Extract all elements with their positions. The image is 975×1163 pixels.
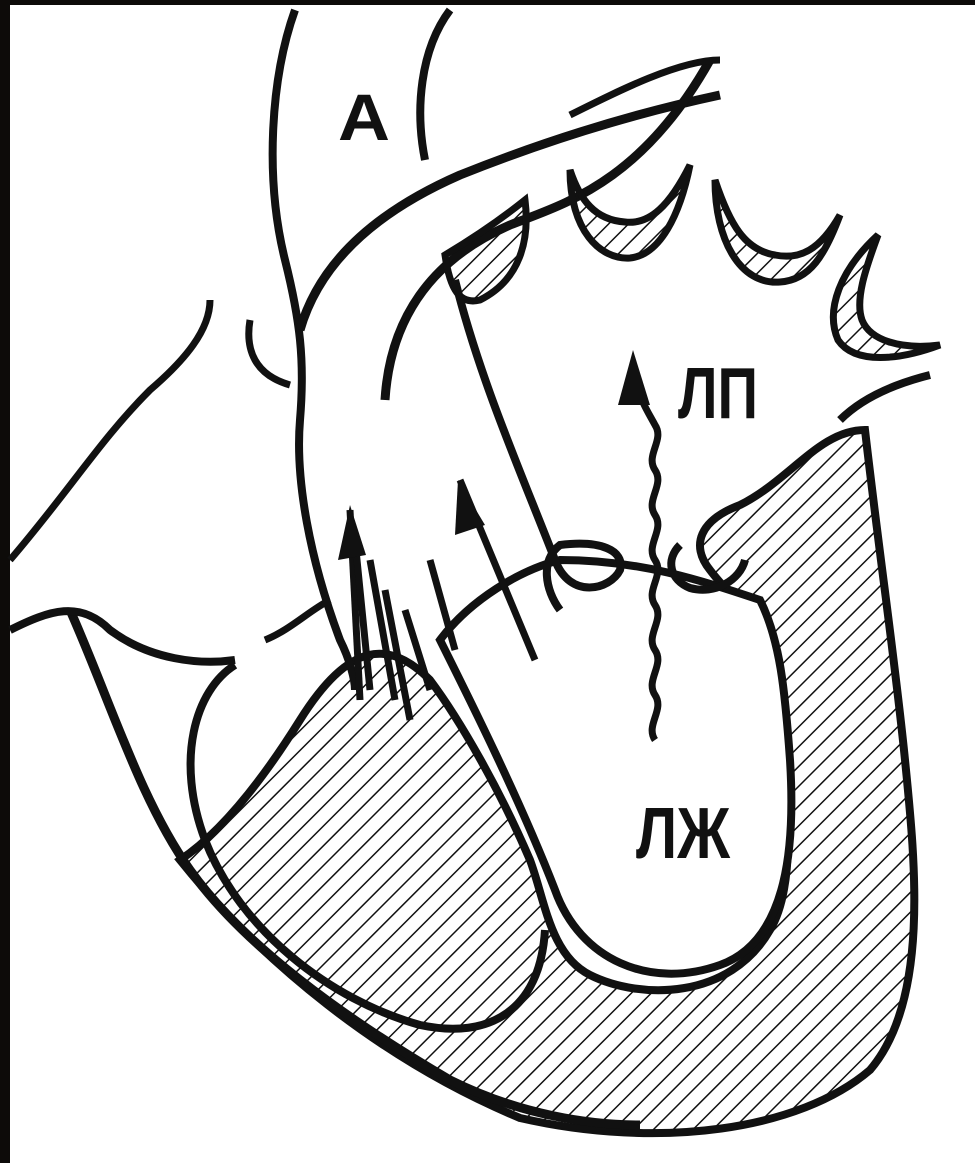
label-aorta: А — [338, 80, 390, 154]
aorta-right-wall — [420, 10, 450, 160]
label-left-ventricle: ЛЖ — [636, 794, 731, 874]
outflow-arrowhead-1 — [338, 505, 366, 560]
right-atrium-lower — [10, 611, 235, 662]
aortic-valve-line — [249, 320, 290, 385]
left-atrium-roof — [840, 375, 930, 420]
regurgitation-arrowhead — [618, 350, 650, 405]
pulmonary-vein-1 — [570, 165, 690, 258]
pulmonary-vein-3 — [833, 235, 940, 358]
aortic-valve-cusp — [265, 600, 330, 640]
label-left-atrium: ЛП — [678, 354, 758, 434]
pulmonary-vein-2 — [715, 180, 840, 282]
right-atrium-outline — [10, 300, 210, 560]
